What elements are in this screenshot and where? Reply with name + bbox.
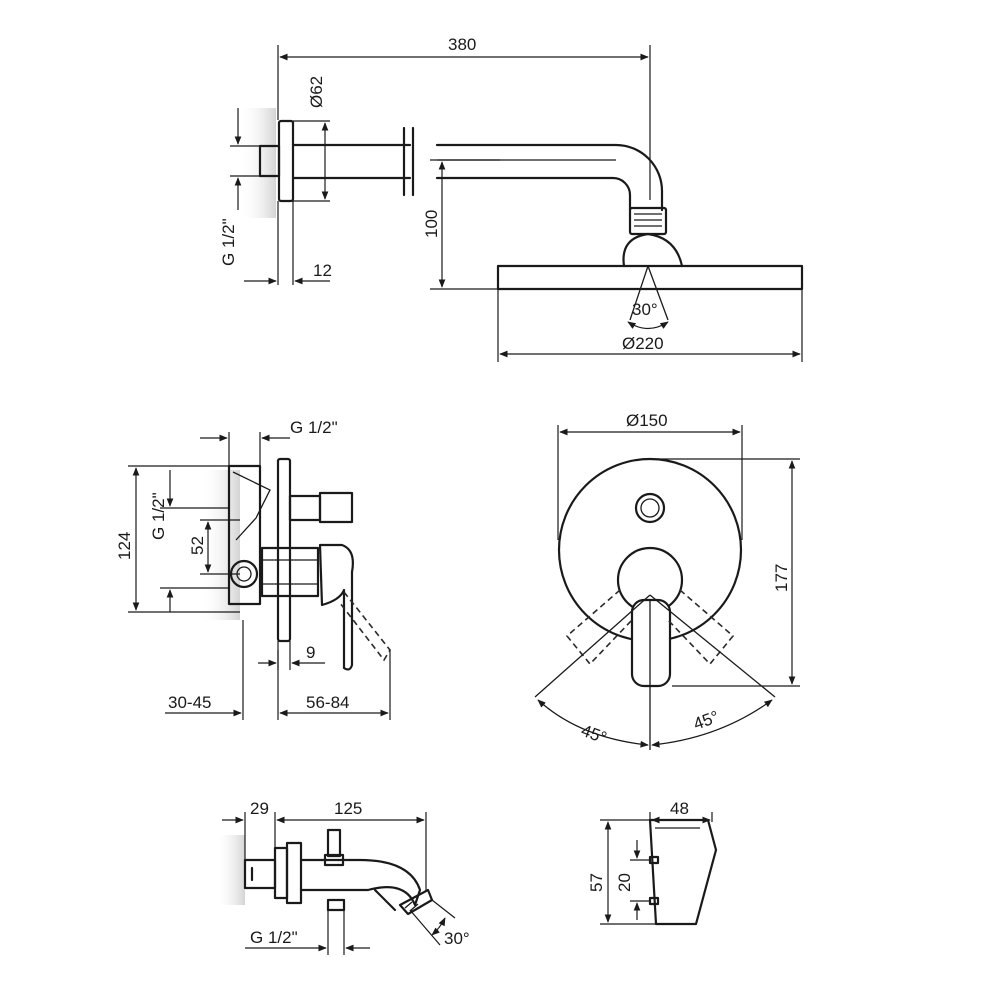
label-mixer-thread-top: G 1/2" [290, 418, 338, 437]
label-tilt-angle: 30° [632, 300, 658, 319]
mixer-side-view [200, 457, 391, 671]
dimension-lines [128, 45, 803, 955]
mixer-front-view [534, 457, 776, 750]
label-holder-width: 48 [670, 799, 689, 818]
label-projection: 56-84 [306, 693, 349, 712]
label-plate-diameter: Ø150 [626, 411, 668, 430]
label-spout-length: 125 [334, 799, 362, 818]
label-flange-depth: 12 [313, 261, 332, 280]
label-angle-left: 45° [579, 721, 610, 748]
shower-arm-view [240, 108, 804, 321]
label-mixer-height: 124 [115, 532, 134, 560]
label-mixer-thread-left: G 1/2" [149, 492, 168, 540]
spout-view [215, 828, 434, 916]
label-flange-diameter: Ø62 [307, 76, 326, 108]
label-holder-height: 57 [587, 873, 606, 892]
label-arm-thread: G 1/2" [219, 218, 238, 266]
label-arm-length: 380 [448, 35, 476, 54]
label-spout-thread: G 1/2" [250, 928, 298, 947]
label-plate-offset: 9 [306, 643, 315, 662]
holder-view [648, 818, 718, 926]
label-hole-spacing: 20 [615, 873, 634, 892]
label-wall-depth: 30-45 [168, 693, 211, 712]
label-inlet-offset: 52 [188, 536, 207, 555]
label-drop-height: 100 [422, 210, 441, 238]
label-spout-base: 29 [250, 799, 269, 818]
label-mixer-front-height: 177 [772, 564, 791, 592]
label-spout-angle: 30° [444, 929, 470, 948]
label-head-diameter: Ø220 [622, 334, 664, 353]
